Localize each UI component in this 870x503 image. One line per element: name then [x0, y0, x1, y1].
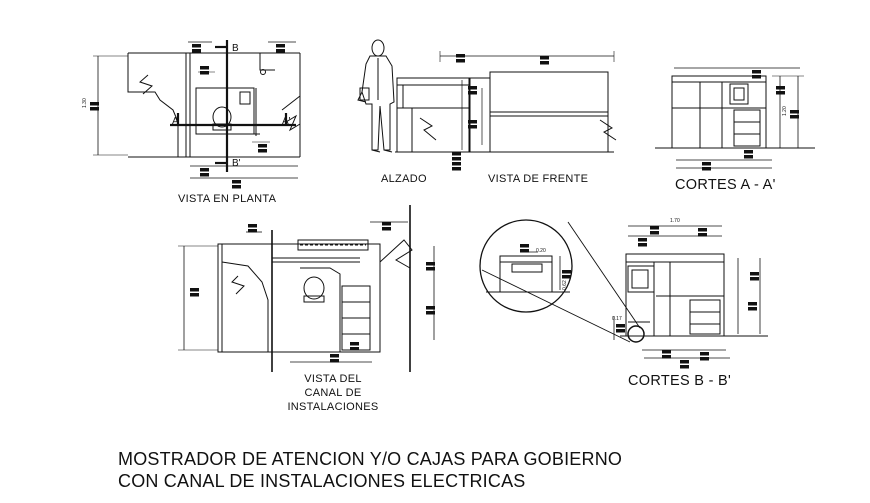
dim-section-a-height: 1.20: [782, 106, 788, 116]
section-mark-a-left: A: [172, 116, 179, 127]
section-b-view: [481, 221, 768, 359]
section-mark-b-bottom: B': [232, 158, 241, 169]
elevation-person: [357, 39, 395, 153]
front-view: [395, 51, 617, 153]
channel-dim-tags: [190, 222, 435, 363]
dim-section-b-width: 1.70: [670, 218, 680, 224]
plan-view: [93, 40, 301, 179]
section-a-view: [655, 67, 815, 169]
detail-bubble: [479, 219, 573, 313]
drawing-title-line-2: CON CANAL DE INSTALACIONES ELECTRICAS: [118, 471, 526, 491]
dim-channel-height: 0.62: [562, 280, 568, 290]
label-cortes-b: CORTES B - B': [628, 373, 732, 389]
section-b-dim-tags: [616, 226, 759, 369]
dim-detail-width: 0.20: [536, 248, 546, 254]
label-vista-canal-line-2: CANAL DE: [304, 387, 362, 399]
label-cortes-a: CORTES A - A': [675, 177, 776, 193]
dim-left-width: 1.30: [82, 98, 88, 108]
section-mark-b-top: B: [232, 43, 239, 54]
label-vista-de-frente: VISTA DE FRENTE: [488, 173, 589, 185]
section-mark-a-right: A': [282, 116, 291, 127]
label-alzado: ALZADO: [381, 173, 427, 185]
label-vista-canal-line-3: INSTALACIONES: [287, 401, 379, 413]
dim-side-gap: 0.17: [612, 316, 622, 322]
label-vista-canal: VISTA DEL CANAL DE INSTALACIONES: [270, 372, 396, 414]
drawing-title-line-1: MOSTRADOR DE ATENCION Y/O CAJAS PARA GOB…: [118, 449, 623, 469]
channel-view: [178, 205, 435, 372]
label-vista-canal-line-1: VISTA DEL: [304, 373, 362, 385]
section-a-dim-tags: [702, 70, 799, 171]
label-vista-en-planta: VISTA EN PLANTA: [178, 193, 277, 205]
